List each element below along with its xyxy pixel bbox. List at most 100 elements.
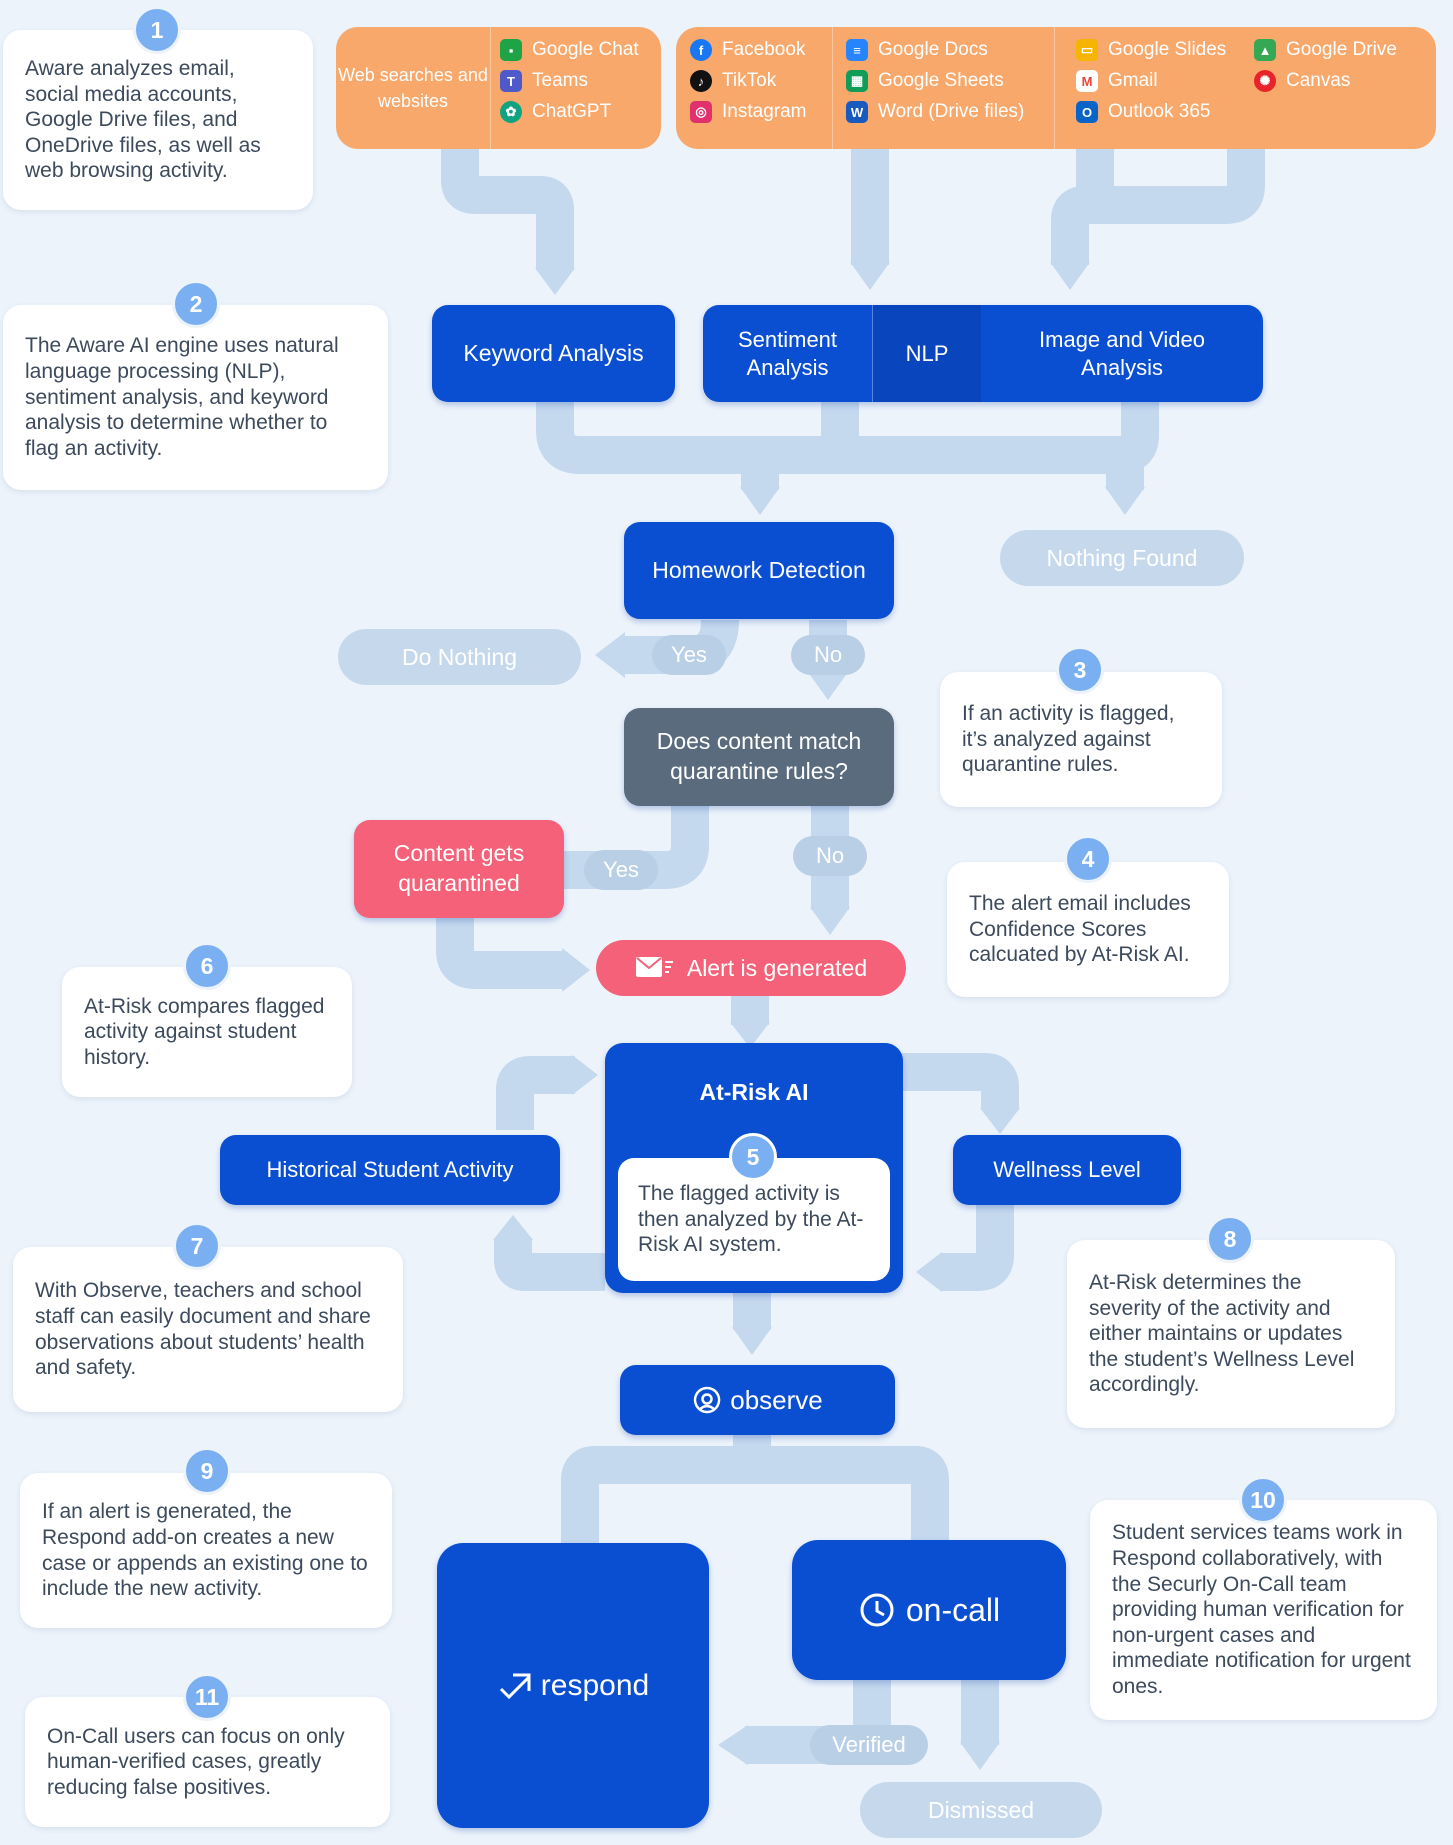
at-risk-ai-title: At-Risk AI xyxy=(699,1079,809,1105)
facebook-icon: f xyxy=(690,39,712,61)
note-text: With Observe, teachers and school staff … xyxy=(35,1279,371,1380)
note-text: Student services teams work in Respond c… xyxy=(1112,1521,1411,1699)
note-4: The alert email includes Confidence Scor… xyxy=(947,862,1229,997)
email-alert-icon xyxy=(635,957,673,977)
alert-label: Alert is generated xyxy=(686,954,868,981)
note-text: Aware analyzes email, social media accou… xyxy=(25,56,261,183)
source-label: Google Chat xyxy=(532,39,639,60)
wellness-level-box: Wellness Level xyxy=(953,1135,1181,1205)
source-instagram: ◎ Instagram xyxy=(690,101,806,123)
source-google-sheets: ▦ Google Sheets xyxy=(846,70,1024,92)
source-list-docs: ≡Google Docs ▦ Google Sheets W Word (Drive… xyxy=(846,39,1024,123)
respond-label: respond xyxy=(540,1668,650,1702)
google-docs-icon: ≡ xyxy=(846,39,868,61)
source-label: Google Slides xyxy=(1108,39,1227,60)
tiktok-icon: ♪ xyxy=(690,70,712,92)
source-canvas: ✺Canvas xyxy=(1254,70,1397,92)
source-list-drive: ▲Google Drive ✺Canvas xyxy=(1254,39,1397,92)
respond-icon xyxy=(499,1673,531,1699)
step-badge-9: 9 xyxy=(183,1447,231,1495)
note-9: If an alert is generated, the Respond ad… xyxy=(20,1473,392,1628)
source-label: Google Sheets xyxy=(878,70,1004,91)
nothing-found-box: Nothing Found xyxy=(1000,530,1244,586)
at-risk-ai-box: At-Risk AI The flagged activity is then … xyxy=(605,1043,903,1293)
observe-icon xyxy=(694,1386,721,1414)
analysis-group-box: Sentiment Analysis NLP Image and Video A… xyxy=(703,305,1263,402)
source-label: Gmail xyxy=(1108,70,1158,91)
gmail-icon: M xyxy=(1076,70,1098,92)
source-gmail: M Gmail xyxy=(1076,70,1226,92)
step-badge-8: 8 xyxy=(1206,1215,1254,1263)
nlp-box: NLP xyxy=(873,305,981,402)
respond-box: respond xyxy=(437,1543,709,1828)
no-label-2: No xyxy=(793,836,867,876)
step-badge-1: 1 xyxy=(133,6,181,54)
word-icon: W xyxy=(846,101,868,123)
step-badge-11: 11 xyxy=(183,1673,231,1721)
note-8: At-Risk determines the severity of the a… xyxy=(1067,1240,1395,1428)
google-chat-icon: ▪ xyxy=(500,39,522,61)
step-badge-7: 7 xyxy=(173,1222,221,1270)
source-panel-apps: f Facebook ♪ TikTok ◎ Instagram ≡Google Doc… xyxy=(676,27,1436,149)
note-text: The flagged activity is then analyzed by… xyxy=(638,1182,864,1257)
source-outlook: O Outlook 365 xyxy=(1076,101,1226,123)
historical-student-activity-box: Historical Student Activity xyxy=(220,1135,560,1205)
note-2: The Aware AI engine uses natural languag… xyxy=(3,305,388,490)
verified-label: Verified xyxy=(810,1725,928,1765)
note-3: If an activity is flagged, it’s analyzed… xyxy=(940,672,1222,807)
source-list-chat: ▪ Google Chat T Teams ✿ ChatGPT xyxy=(500,39,639,123)
content-quarantined-box: Content gets quarantined xyxy=(354,820,564,918)
instagram-icon: ◎ xyxy=(690,101,712,123)
source-teams: T Teams xyxy=(500,70,639,92)
step-badge-5: 5 xyxy=(729,1133,777,1181)
source-list-social: f Facebook ♪ TikTok ◎ Instagram xyxy=(690,39,806,123)
source-label: Google Drive xyxy=(1286,39,1397,60)
canvas-icon: ✺ xyxy=(1254,70,1276,92)
image-video-analysis-box: Image and Video Analysis xyxy=(1039,327,1205,380)
chatgpt-icon: ✿ xyxy=(500,101,522,123)
on-call-label: on-call xyxy=(905,1591,1001,1628)
note-text: At-Risk determines the severity of the a… xyxy=(1089,1270,1355,1397)
dismissed-box: Dismissed xyxy=(860,1782,1102,1838)
step-badge-3: 3 xyxy=(1056,646,1104,694)
note-1: Aware analyzes email, social media accou… xyxy=(3,30,313,210)
step-badge-6: 6 xyxy=(183,942,231,990)
yes-label-2: Yes xyxy=(584,850,658,890)
note-text: If an activity is flagged, it’s analyzed… xyxy=(962,702,1175,777)
source-label: Teams xyxy=(532,70,588,91)
note-7: With Observe, teachers and school staff … xyxy=(13,1247,403,1412)
source-google-docs: ≡Google Docs xyxy=(846,39,1024,61)
source-chatgpt: ✿ ChatGPT xyxy=(500,101,639,123)
source-label: Facebook xyxy=(722,39,806,60)
homework-detection-box: Homework Detection xyxy=(624,522,894,619)
source-label: Outlook 365 xyxy=(1108,101,1211,122)
divider xyxy=(832,27,833,149)
observe-box: observe xyxy=(620,1365,895,1435)
source-word: W Word (Drive files) xyxy=(846,101,1024,123)
step-badge-10: 10 xyxy=(1239,1476,1287,1524)
source-panel-web: Web searches and websites ▪ Google Chat T… xyxy=(336,27,661,149)
source-facebook: f Facebook xyxy=(690,39,806,61)
observe-label: observe xyxy=(730,1384,823,1415)
web-searches-label: Web searches and websites xyxy=(336,27,491,149)
source-google-chat: ▪ Google Chat xyxy=(500,39,639,61)
on-call-icon xyxy=(860,1593,894,1627)
teams-icon: T xyxy=(500,70,522,92)
note-10: Student services teams work in Respond c… xyxy=(1090,1500,1437,1720)
source-label: Word (Drive files) xyxy=(878,101,1025,122)
note-text: On-Call users can focus on only human-ve… xyxy=(47,1724,345,1799)
source-label: ChatGPT xyxy=(532,101,612,122)
keyword-analysis-box: Keyword Analysis xyxy=(432,305,675,402)
note-text: At-Risk compares flagged activity agains… xyxy=(84,994,325,1069)
do-nothing-box: Do Nothing xyxy=(338,629,581,685)
note-text: If an alert is generated, the Respond ad… xyxy=(42,1500,368,1601)
source-label: TikTok xyxy=(722,70,777,91)
yes-label-1: Yes xyxy=(652,635,726,675)
quarantine-rules-question: Does content match quarantine rules? xyxy=(624,708,894,806)
google-sheets-icon: ▦ xyxy=(846,70,868,92)
outlook-icon: O xyxy=(1076,101,1098,123)
source-label: Instagram xyxy=(722,101,807,122)
alert-generated-box: Alert is generated xyxy=(596,940,906,996)
no-label-1: No xyxy=(791,635,865,675)
